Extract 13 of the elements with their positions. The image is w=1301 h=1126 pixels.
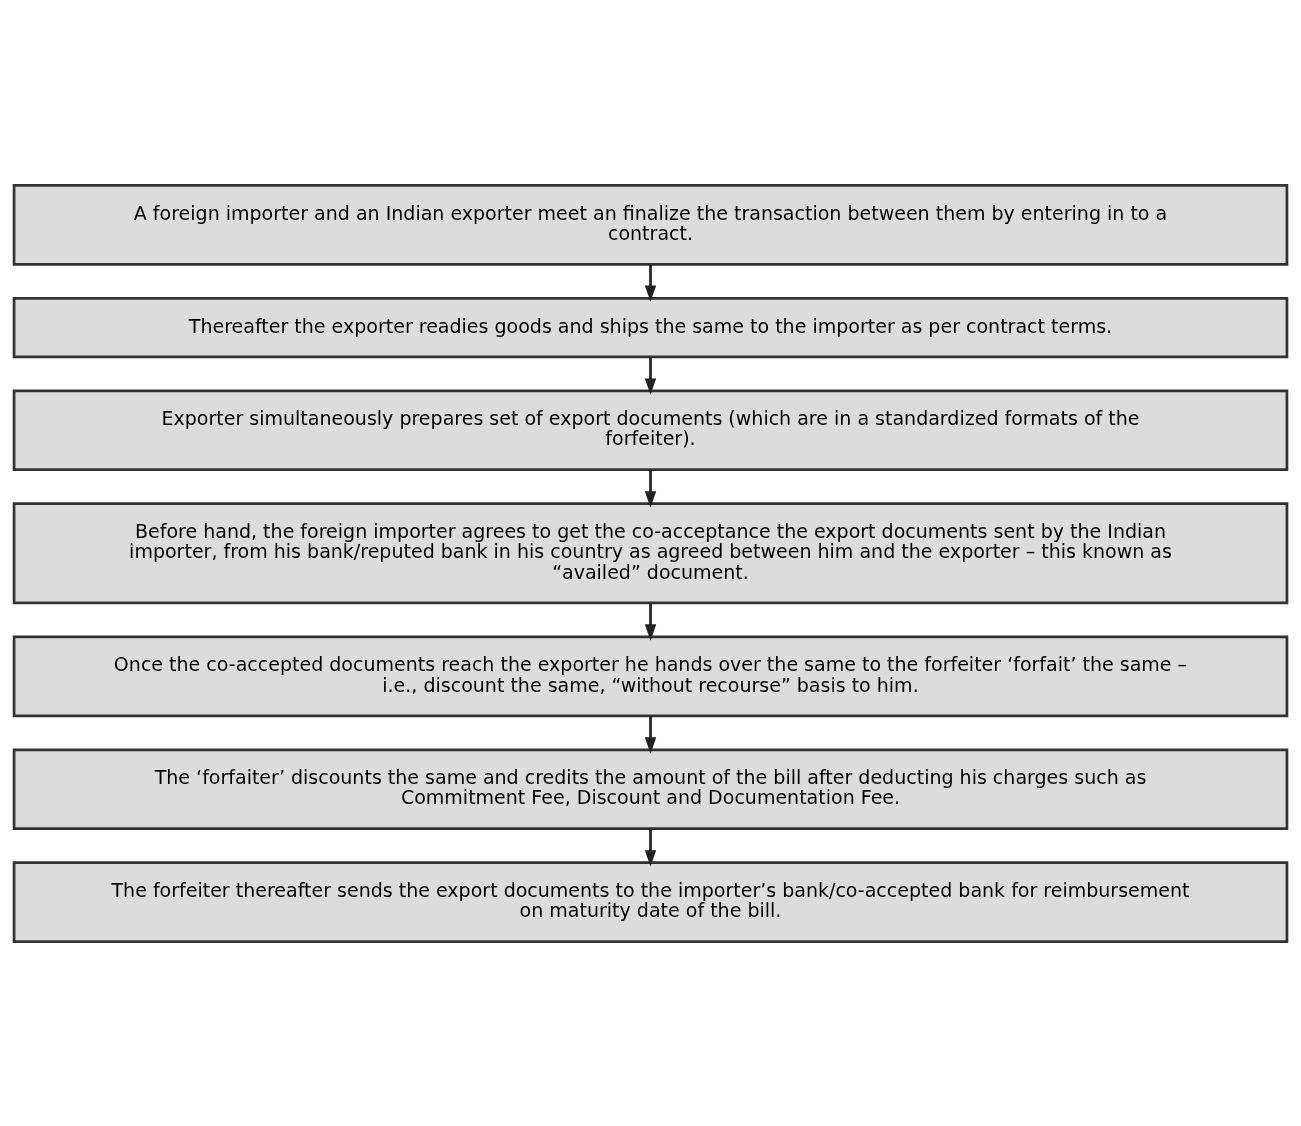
- node-box: Once the co-accepted documents reach the exporter he hands over the same to the forfeiter ‘forfait’ the same – i.e., discount the same, “without recourse” basis to him.: [12, 635, 1289, 717]
- node-box: Exporter simultaneously prepares set of export documents (which are in a standardized formats of the forfeiter).: [12, 388, 1289, 471]
- arrow: [644, 602, 657, 641]
- arrow: [644, 715, 657, 754]
- node-box: The ‘forfaiter’ discounts the same and credits the amount of the bill after deducting his charges such as Commitment Fee, Discount and Documentation Fee.: [12, 747, 1289, 830]
- node-box: The forfeiter thereafter sends the export documents to the importer’s bank/co-accepted bank for reimbursement on maturity date of the bill.: [12, 860, 1289, 943]
- arrow: [644, 356, 657, 395]
- arrow: [644, 469, 657, 508]
- arrow: [644, 264, 657, 302]
- node-box: Thereafter the exporter readies goods and ships the same to the importer as per contract terms.: [12, 296, 1289, 358]
- node-box: A foreign importer and an Indian exporter meet an finalize the transaction between them by entering in to a contract.: [12, 183, 1289, 266]
- arrow: [644, 828, 657, 867]
- node-box: Before hand, the foreign importer agrees to get the co-acceptance the export documents sent by the Indian importer, from his bank/reputed bank in his country as agreed between him and the exporter – this known as “availed” document.: [12, 501, 1289, 604]
